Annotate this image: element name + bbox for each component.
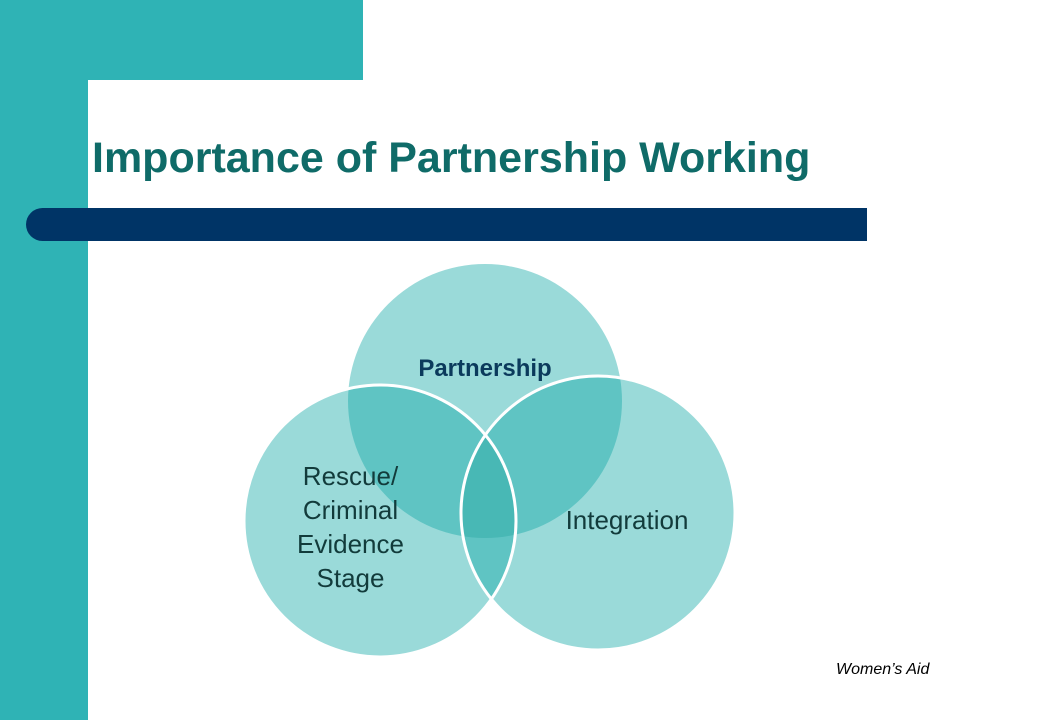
footer-credit: Women’s Aid bbox=[836, 661, 930, 678]
teal-sidebar bbox=[0, 0, 88, 720]
title-underline-bar bbox=[26, 208, 867, 241]
label-integration: Integration bbox=[565, 505, 689, 535]
slide-title: Importance of Partnership Working bbox=[92, 134, 811, 182]
label-rescue: Rescue/ Criminal Evidence Stage bbox=[297, 461, 404, 593]
label-partnership: Partnership bbox=[418, 355, 552, 382]
outline-integration bbox=[459, 374, 737, 652]
outline-rescue bbox=[242, 383, 518, 659]
